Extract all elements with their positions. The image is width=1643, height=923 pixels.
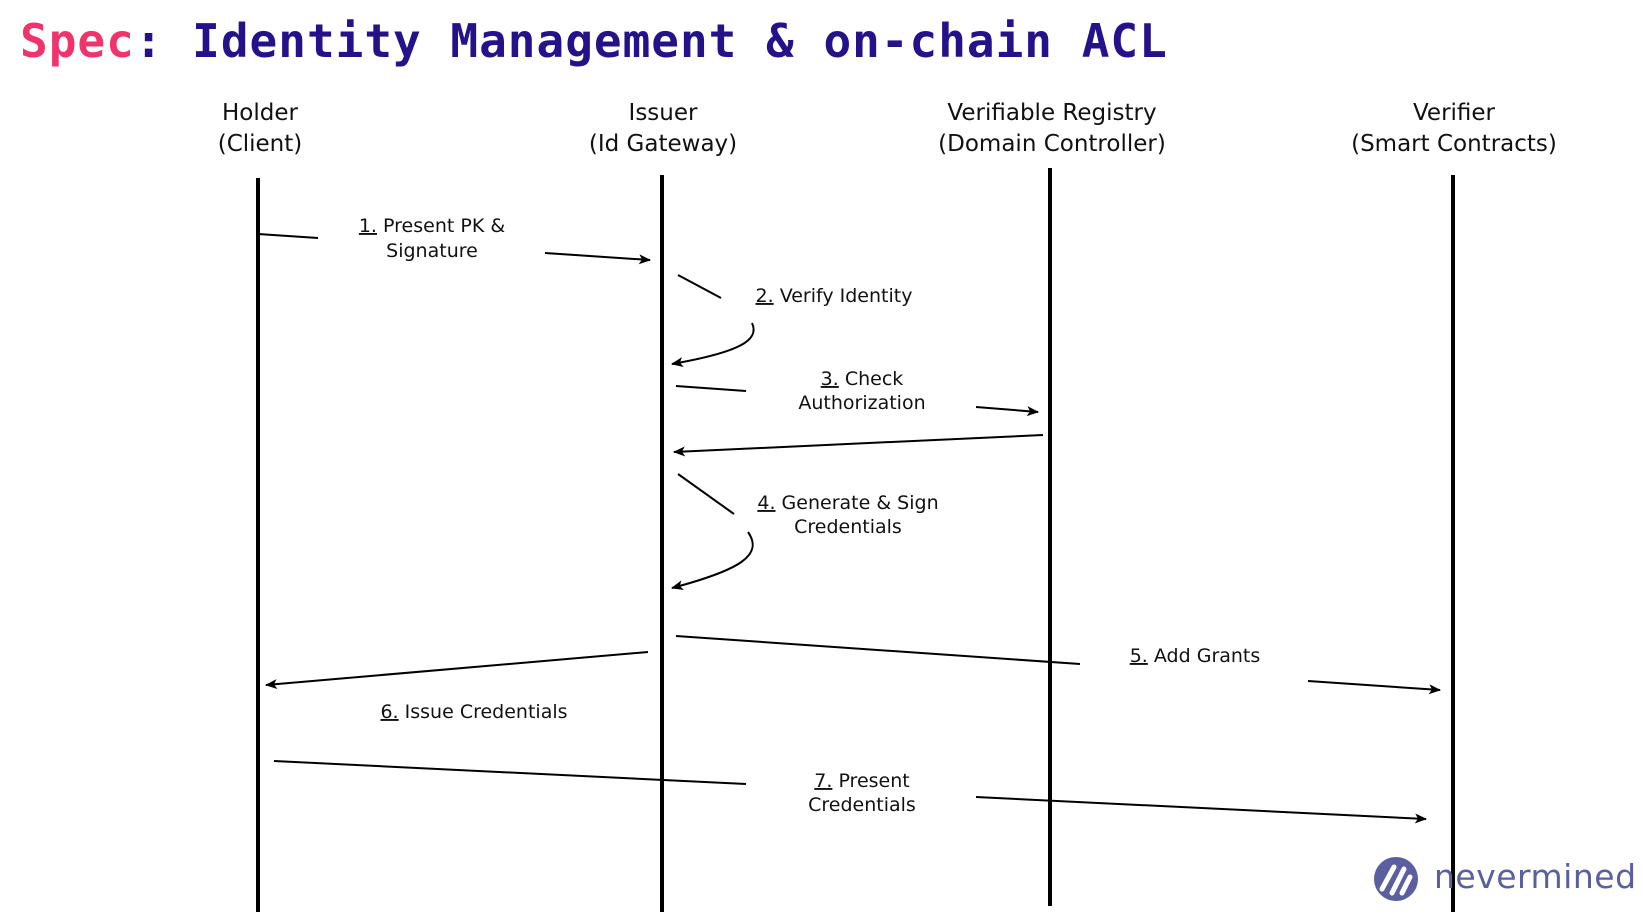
msg3-line-start (675, 385, 747, 392)
msg7-arrow (975, 796, 1427, 824)
msg1-text-2: Signature (386, 240, 478, 262)
msg6-number: 6. (380, 701, 398, 723)
msg5-line-start (675, 635, 1081, 665)
msg4-arrow (671, 531, 754, 591)
msg2-number: 2. (756, 285, 774, 307)
msg1-number: 1. (359, 215, 377, 237)
msg7-label: 7. Present (814, 770, 909, 792)
msg2-label: 2. Verify Identity (756, 285, 913, 307)
actor-registry-role: (Domain Controller) (938, 131, 1166, 157)
nevermined-logo-icon (1374, 857, 1418, 901)
msg1-text-1: Present PK & (383, 215, 505, 237)
msg6-text-1: Issue Credentials (405, 701, 568, 723)
msg3-arrow (975, 406, 1039, 417)
page-title: Spec: Identity Management & on-chain ACL (20, 14, 1168, 68)
msg5-text-1: Add Grants (1154, 645, 1260, 667)
msg4-text-1: Generate & Sign (782, 492, 939, 514)
msg1-arrow (544, 252, 651, 265)
actor-holder-name: Holder (222, 100, 299, 126)
msg5-number: 5. (1130, 645, 1148, 667)
actor-verifier-name: Verifier (1413, 100, 1496, 126)
msg3-label: 3. Check (821, 368, 904, 390)
nevermined-logo: nevermined (1372, 855, 1642, 907)
msg7-text-1: Present (838, 770, 909, 792)
msg7-line-start (273, 760, 747, 785)
msg5-label: 5. Add Grants (1130, 645, 1261, 667)
msg4-label: 4. Generate & Sign (757, 492, 938, 514)
msg5-arrow (1307, 680, 1441, 695)
msg6-label: 6. Issue Credentials (380, 701, 567, 723)
logo-text: nevermined (1434, 857, 1637, 896)
title-main: : Identity Management & on-chain ACL (134, 14, 1168, 68)
actor-holder-role: (Client) (218, 131, 303, 157)
msg3-text-1: Check (845, 368, 903, 390)
actor-verifier-role: (Smart Contracts) (1351, 131, 1557, 157)
msg1-label: 1. Present PK & (359, 215, 505, 237)
actor-issuer-name: Issuer (629, 100, 698, 126)
actor-issuer-role: (Id Gateway) (589, 131, 737, 157)
msg7-number: 7. (814, 770, 832, 792)
actor-registry-name: Verifiable Registry (947, 100, 1156, 126)
msg4-number: 4. (757, 492, 775, 514)
msg3-text-2: Authorization (798, 392, 925, 414)
msg2-line-start (677, 274, 722, 299)
msg4-text-2: Credentials (794, 516, 902, 538)
msg3-number: 3. (821, 368, 839, 390)
msg6-arrow (265, 651, 649, 690)
msg7-text-2: Credentials (808, 794, 916, 816)
msg2-text-1: Verify Identity (780, 285, 913, 307)
msg4-line-start (677, 473, 735, 515)
msg3-return-arrow (673, 434, 1044, 457)
msg1-line-start (257, 233, 319, 239)
msg2-arrow (671, 322, 755, 368)
title-spec: Spec (20, 14, 135, 68)
